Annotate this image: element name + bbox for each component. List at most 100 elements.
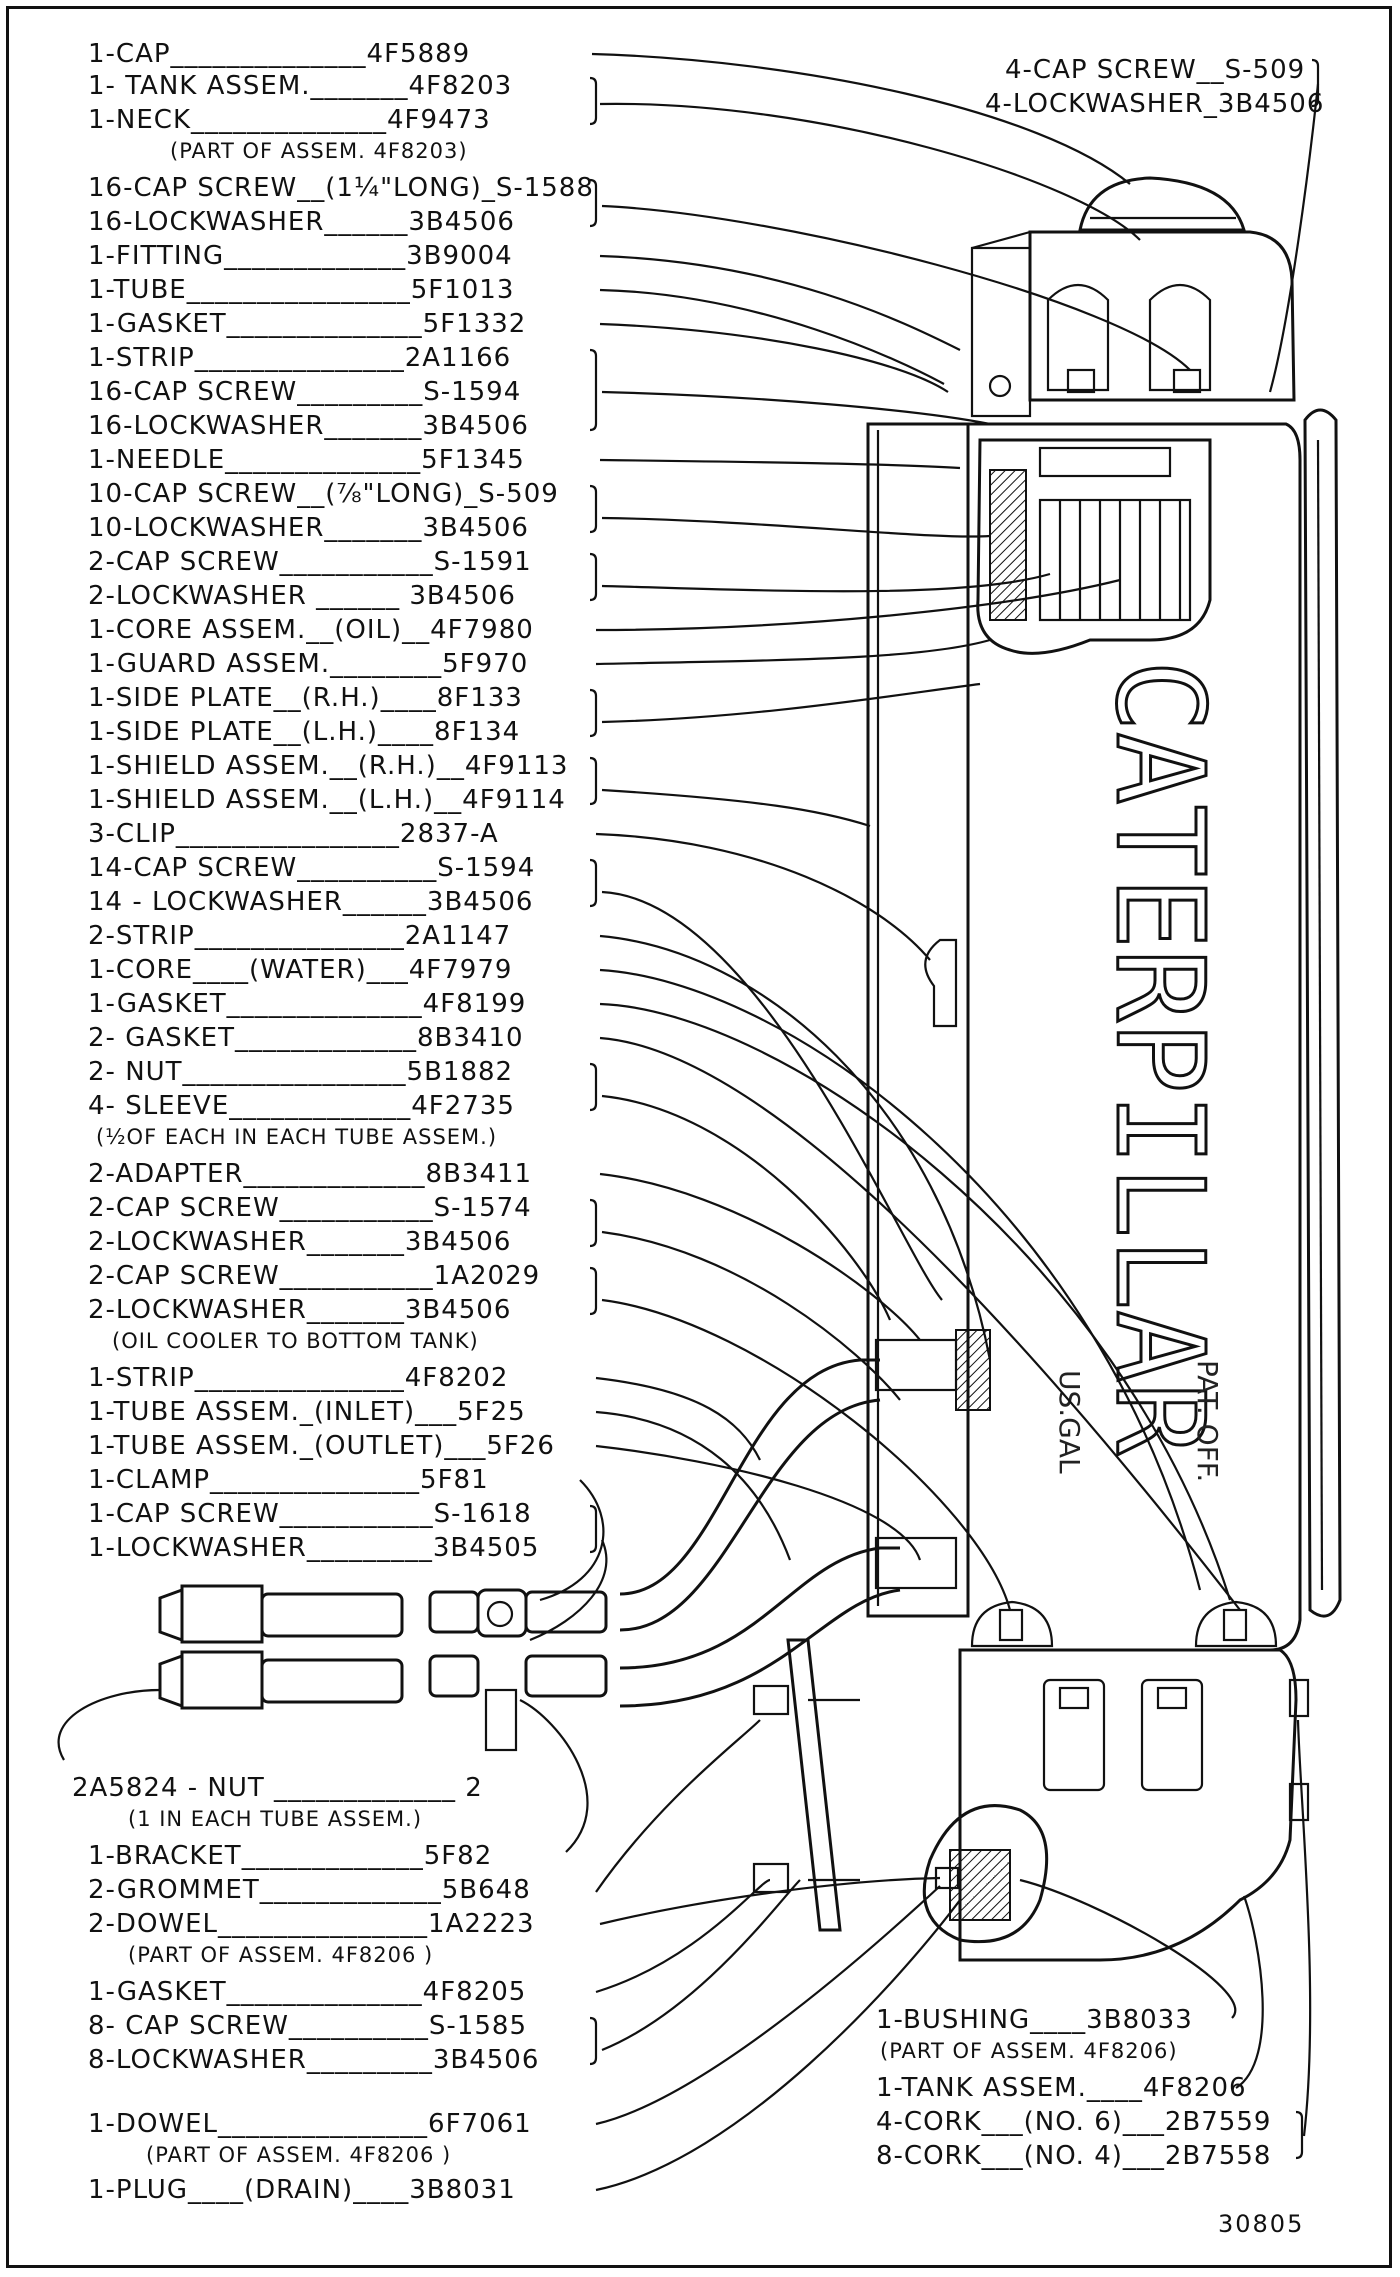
leader-tube <box>599 288 945 385</box>
shield-rib <box>1316 439 1324 1591</box>
bracket <box>786 1638 842 1932</box>
callout-lockwasher-2b: 2-LOCKWASHER_______3B4506 <box>88 1227 511 1257</box>
adapter-lower <box>874 1536 958 1590</box>
leader-bracket <box>519 1699 589 1853</box>
leader-gasket-4f8205 <box>595 1878 771 1994</box>
top-tank-window-left <box>1046 284 1110 392</box>
grommet <box>752 1684 790 1716</box>
callout-lockwasher-2c: 2-LOCKWASHER_______3B4506 <box>88 1295 511 1325</box>
leader-top-cap-screws <box>1268 83 1320 393</box>
needle-fitting <box>1038 446 1172 478</box>
callout-cork-no6: 4-CORK___(NO. 6)___2B7559 <box>876 2107 1271 2137</box>
callout-neck: 1-NECK______________4F9473 <box>88 105 491 135</box>
brace <box>589 484 598 534</box>
callout-water-core: 1-CORE____(WATER)___4F7979 <box>88 955 512 985</box>
callout-clip: 3-CLIP________________2837-A <box>88 819 499 849</box>
callout-lockwasher-2a: 2-LOCKWASHER ______ 3B4506 <box>88 581 516 611</box>
clamp-assembly <box>428 1588 608 1752</box>
brace <box>589 76 598 126</box>
leader-cork <box>1296 1719 1312 2137</box>
top-tank <box>1028 230 1296 402</box>
leader-plug <box>595 1899 961 2192</box>
clamp-hole <box>486 1600 514 1628</box>
leader-gasket-4f8199 <box>599 1002 1232 1601</box>
callout-cork-no4: 8-CORK___(NO. 4)___2B7558 <box>876 2141 1271 2171</box>
callout-lockwasher-16b: 16-LOCKWASHER_______3B4506 <box>88 411 529 441</box>
hose-stub-lower <box>428 1654 480 1698</box>
brace <box>589 688 598 738</box>
top-tank-nut <box>1066 368 1096 394</box>
callout-nut-note: (1 IN EACH TUBE ASSEM.) <box>128 1807 422 1831</box>
leader-side-plate <box>601 682 981 724</box>
callout-nut-2a5824: 2A5824 - NUT _____________ 2 <box>72 1773 483 1803</box>
top-tank-window-right <box>1148 284 1212 392</box>
drawing-frame <box>6 6 1392 2268</box>
hose-stub-upper <box>428 1590 480 1634</box>
callout-dowel-note-a: (PART OF ASSEM. 4F8206 ) <box>128 1943 433 1967</box>
clip <box>924 938 958 1028</box>
callout-neck-note: (PART OF ASSEM. 4F8203) <box>170 139 468 163</box>
leader-water-core <box>599 968 1202 1591</box>
leader-shield <box>601 788 871 828</box>
callout-clamp: 1-CLAMP_______________5F81 <box>88 1465 489 1495</box>
callout-cap-screw-s1574: 2-CAP SCREW___________S-1574 <box>88 1193 532 1223</box>
callout-gasket-5f1332: 1-GASKET______________5F1332 <box>88 309 526 339</box>
drain-cutaway <box>922 1804 1049 1944</box>
brand-lettering: CATERPILLAR <box>1089 660 1228 1455</box>
brace <box>589 2016 598 2066</box>
brace <box>589 348 598 432</box>
leader-grommet <box>595 1719 761 1893</box>
callout-cap-screw-s1591: 2-CAP SCREW___________S-1591 <box>88 547 532 577</box>
threaded-fitting-lower <box>180 1650 264 1710</box>
callout-shield-rh: 1-SHIELD ASSEM.__(R.H.)__4F9113 <box>88 751 568 781</box>
callout-gasket-4f8199: 1-GASKET______________4F8199 <box>88 989 526 1019</box>
callout-lockwasher-4: 4-LOCKWASHER_3B4506 <box>985 89 1324 119</box>
leader-oil-core <box>595 578 1121 632</box>
figure-number: 30805 <box>1218 2210 1304 2238</box>
leader-inlet <box>595 1410 792 1561</box>
callout-side-plate-lh: 1-SIDE PLATE__(L.H.)____8F134 <box>88 717 520 747</box>
brace <box>589 1062 598 1112</box>
leader-strip <box>601 390 991 426</box>
hose-stub-right-upper <box>524 1590 608 1634</box>
callout-bushing-note: (PART OF ASSEM. 4F8206) <box>880 2039 1178 2063</box>
tube-upper <box>260 1592 404 1638</box>
tank-marking-right: PAT. OFF. <box>1191 1360 1224 1482</box>
leader-s509 <box>601 516 991 538</box>
leader-dowel <box>599 1876 941 1926</box>
callout-side-plate-rh: 1-SIDE PLATE__(R.H.)____8F133 <box>88 683 523 713</box>
radiator-assembly: CATERPILLAR US.GAL PAT. OFF. <box>158 176 1342 1962</box>
leader-s1574 <box>601 1230 901 1401</box>
oil-core-fin-lines <box>1058 500 1182 620</box>
bottom-tank-nut <box>1156 1686 1188 1710</box>
cork-plug <box>1288 1782 1310 1822</box>
callout-cap-screw-1a2029: 2-CAP SCREW___________1A2029 <box>88 1261 540 1291</box>
leader-adapter <box>599 1172 921 1341</box>
callout-nut-5b1882: 2- NUT________________5B1882 <box>88 1057 513 1087</box>
brace <box>589 858 598 908</box>
callout-cap-screw-s1588: 16-CAP SCREW__(1¼"LONG)_S-1588 <box>88 173 594 203</box>
boss-bolt <box>998 1608 1024 1642</box>
callout-lockwasher-3b4505: 1-LOCKWASHER_________3B4505 <box>88 1533 539 1563</box>
tube-assem-inlet-lower <box>619 1398 881 1632</box>
callout-cap-screw-s1594b: 14-CAP SCREW__________S-1594 <box>88 853 535 883</box>
callout-needle: 1-NEEDLE______________5F1345 <box>88 445 525 475</box>
oil-core-section <box>989 469 1027 621</box>
callout-cap-screw-s1594a: 16-CAP SCREW_________S-1594 <box>88 377 521 407</box>
callout-fitting: 1-FITTING_____________3B9004 <box>88 241 513 271</box>
tube-lower <box>260 1658 404 1704</box>
bottom-tank-window-right <box>1140 1678 1204 1792</box>
callout-grommet: 2-GROMMET_____________5B648 <box>88 1875 531 1905</box>
adapter-upper <box>874 1338 958 1392</box>
top-tank-nut <box>1172 368 1202 394</box>
callout-drain-plug: 1-PLUG____(DRAIN)____3B8031 <box>88 2175 516 2205</box>
callout-guard: 1-GUARD ASSEM.________5F970 <box>88 649 528 679</box>
callout-cap: 1-CAP______________4F5889 <box>88 39 470 69</box>
leader-s1594b <box>601 890 943 1301</box>
callout-tube-5f1013: 1-TUBE________________5F1013 <box>88 275 514 305</box>
leader-gasket <box>599 322 949 393</box>
shield-rh <box>1303 408 1342 1618</box>
leader-needle <box>599 458 961 470</box>
callout-lockwasher-16a: 16-LOCKWASHER______3B4506 <box>88 207 515 237</box>
